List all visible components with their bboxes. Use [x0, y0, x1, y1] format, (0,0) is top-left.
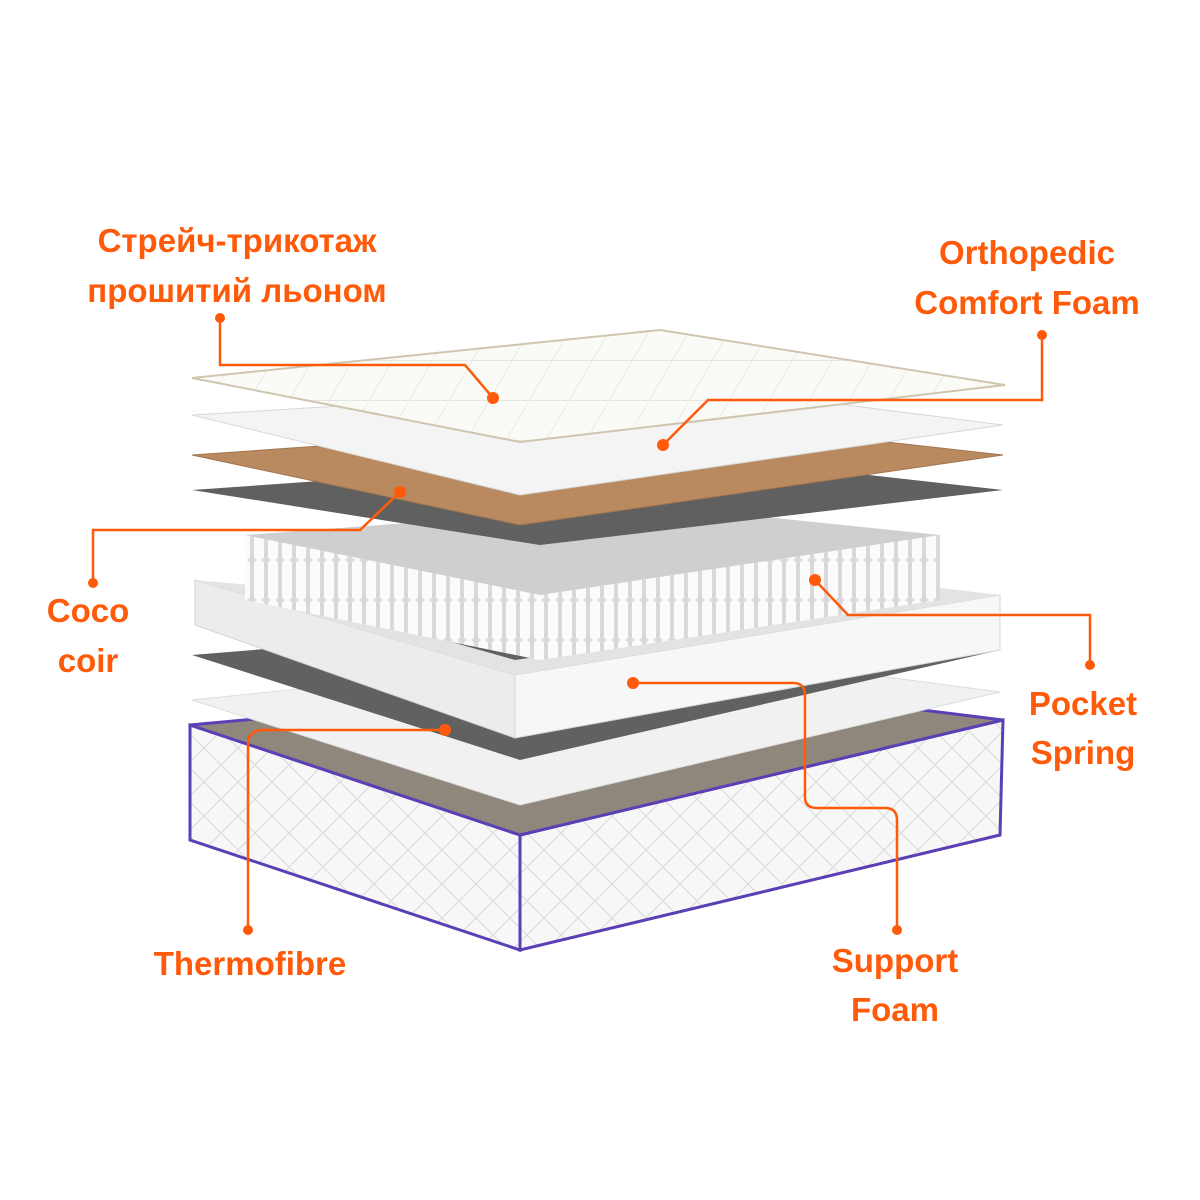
- leader-dot: [1037, 330, 1047, 340]
- leader-dot: [394, 486, 406, 498]
- label-comfort-foam-line1: Orthopedic: [939, 234, 1115, 271]
- label-cover-line2: прошитий льоном: [87, 272, 386, 309]
- leader-coco: [91, 491, 401, 583]
- leader-thermofibre: [246, 728, 445, 930]
- leader-dot: [1085, 660, 1095, 670]
- label-cover-line1: Стрейч-трикотаж: [98, 222, 377, 259]
- label-comfort-foam-line2: Comfort Foam: [914, 284, 1140, 321]
- leader-dot: [88, 578, 98, 588]
- leader-dot: [809, 574, 821, 586]
- layer-quilted-cover: [191, 328, 1006, 444]
- label-pocket-spring-line1: Pocket: [1029, 685, 1137, 722]
- leader-dot: [243, 925, 253, 935]
- leader-dot: [657, 439, 669, 451]
- leader-lines: [88, 313, 1095, 935]
- leader-cover: [218, 318, 494, 399]
- label-coco-line1: Coco: [47, 592, 130, 629]
- leader-comfort-foam: [662, 335, 1044, 446]
- layer-pocket-springs: [245, 505, 940, 660]
- leader-dot: [487, 392, 499, 404]
- leader-support-foam: [633, 681, 899, 930]
- leader-pocket-spring: [814, 579, 1092, 665]
- label-coco-line2: coir: [58, 642, 119, 679]
- label-thermofibre: Thermofibre: [154, 945, 347, 982]
- label-support-foam-line2: Foam: [851, 991, 939, 1028]
- leader-dot: [215, 313, 225, 323]
- leader-dot: [892, 925, 902, 935]
- label-support-foam-line1: Support: [832, 942, 958, 979]
- leader-dot: [627, 677, 639, 689]
- leader-dot: [439, 724, 451, 736]
- label-pocket-spring-line2: Spring: [1031, 734, 1136, 771]
